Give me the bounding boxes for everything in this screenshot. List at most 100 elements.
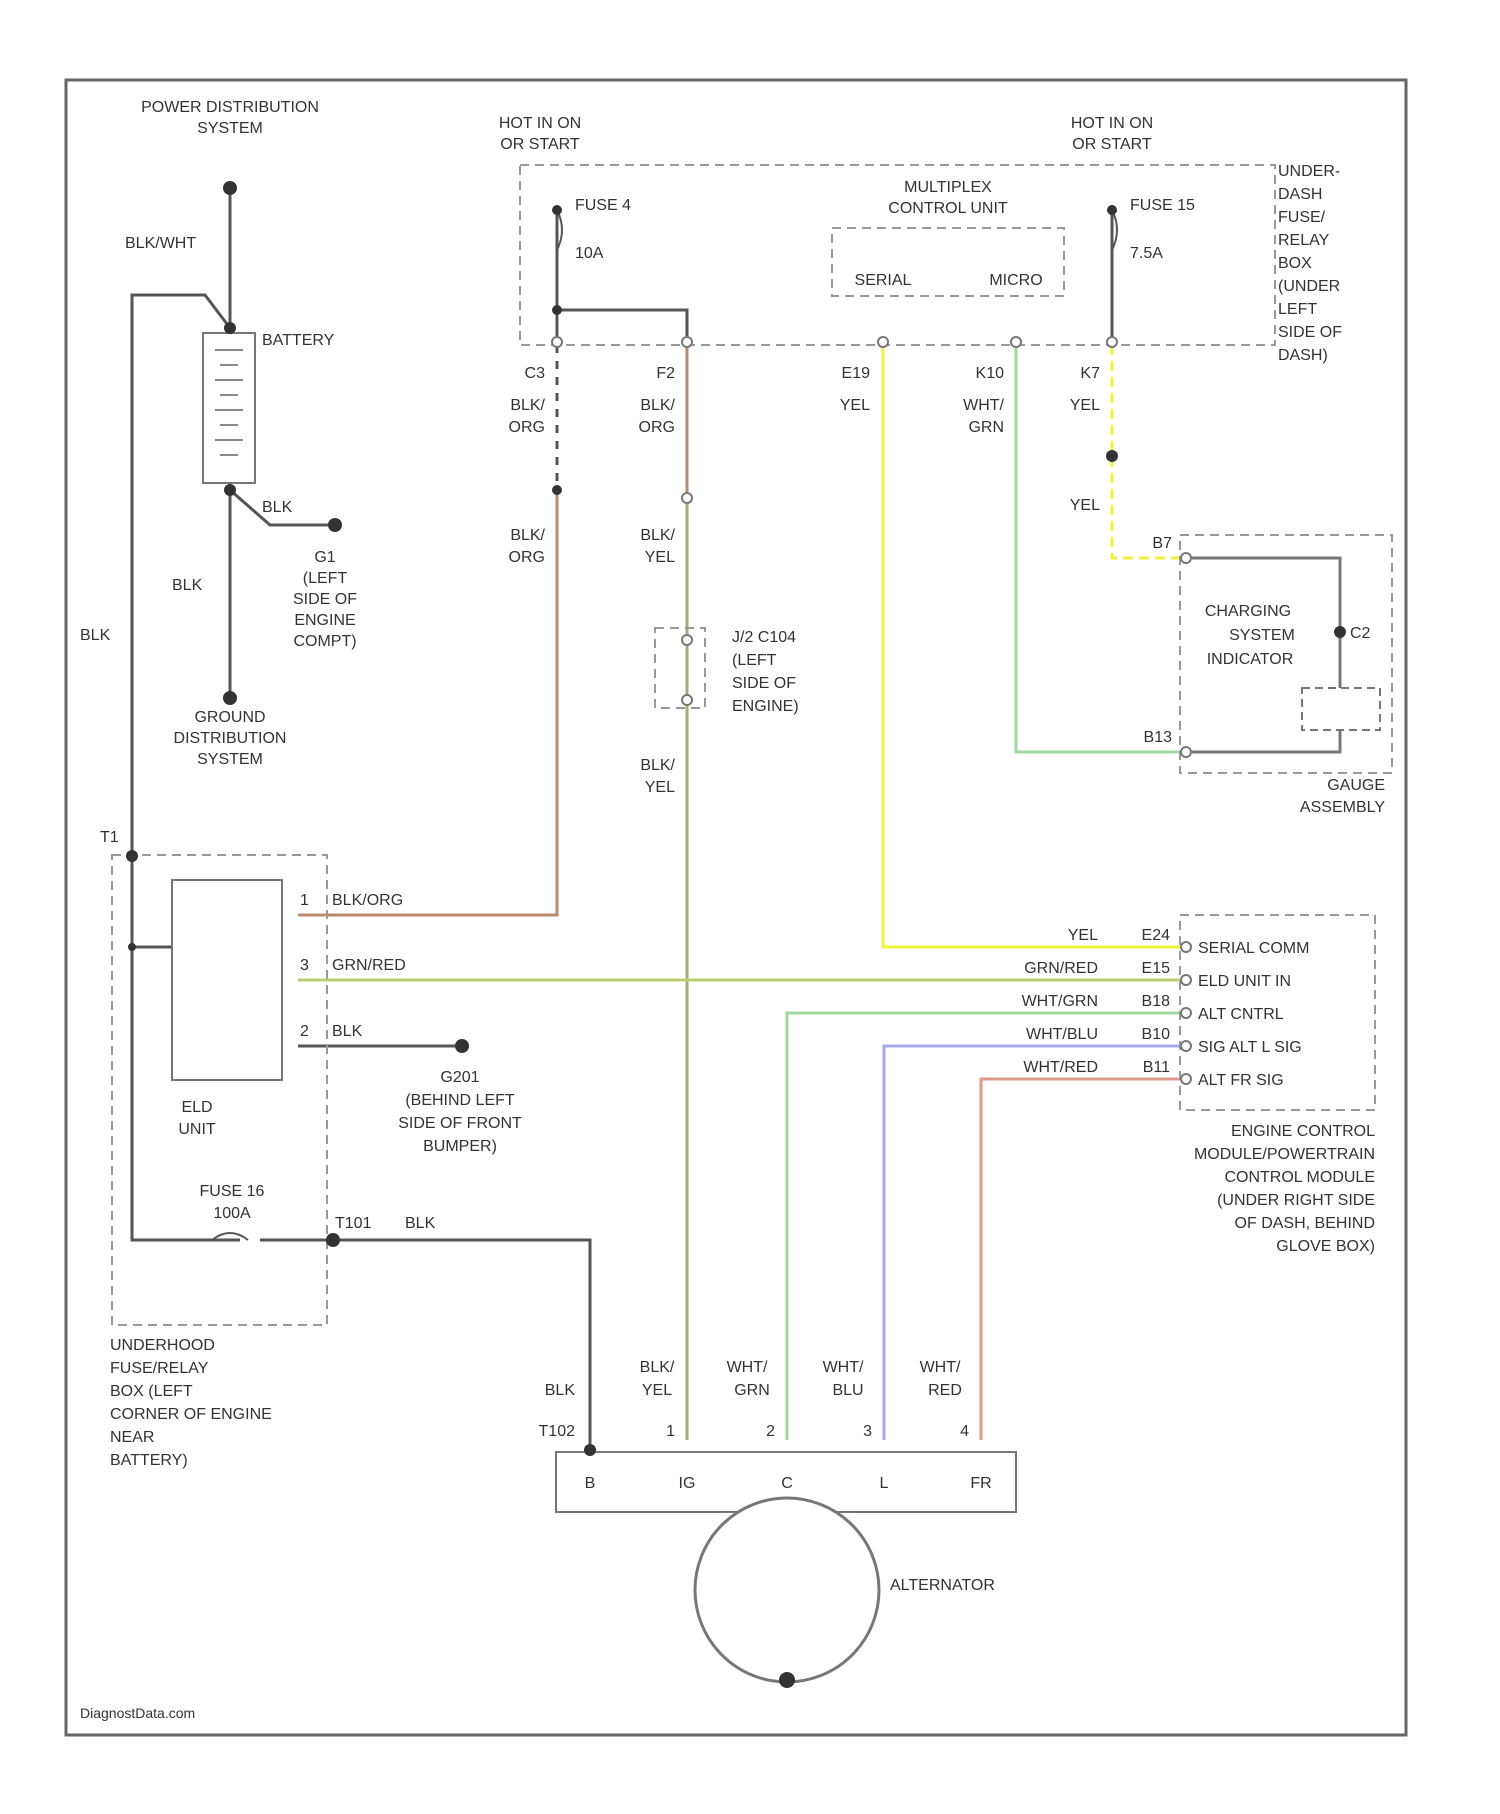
j2-connector-box: [655, 628, 705, 708]
g1-label-4: COMPT): [293, 633, 356, 650]
alternator-label: ALTERNATOR: [890, 1577, 995, 1594]
eld-wire-1: BLK/ORG: [332, 892, 403, 909]
eld-wire-3: GRN/RED: [332, 957, 406, 974]
fuse15-rating: 7.5A: [1130, 245, 1163, 262]
pin-k10: K10: [976, 365, 1005, 382]
ecm-label-5: GLOVE BOX): [1276, 1238, 1375, 1255]
underhood-label-5: BATTERY): [110, 1452, 188, 1469]
underhood-label-1: FUSE/RELAY: [110, 1360, 209, 1377]
k10-wire-1: WHT/: [963, 397, 1004, 414]
under-dash-6: LEFT: [1278, 301, 1317, 318]
g1-label-2: SIDE OF: [293, 591, 357, 608]
battery-blk-a: BLK: [262, 499, 293, 516]
ecm-label-1: MODULE/POWERTRAIN: [1194, 1146, 1375, 1163]
ecm-signal-3: SIG ALT L SIG: [1198, 1039, 1302, 1056]
mcu-pin-serial: SERIAL: [855, 272, 912, 289]
wires: [132, 188, 1340, 1450]
ecm-pin-1: E15: [1142, 960, 1171, 977]
eld-pin-1: 1: [300, 892, 309, 909]
eld-unit-label-2: UNIT: [178, 1121, 216, 1138]
g201-label-0: G201: [440, 1069, 479, 1086]
j2-label-0: J/2 C104: [732, 629, 796, 646]
k7-wire: YEL: [1070, 397, 1100, 414]
underhood-label-3: CORNER OF ENGINE: [110, 1406, 272, 1423]
ecm-pin-0: E24: [1142, 927, 1171, 944]
wire-fuse4-to-f2: [557, 310, 687, 340]
gauge-assembly-1: ASSEMBLY: [1300, 799, 1385, 816]
hot-left-1: HOT IN ON: [499, 115, 581, 132]
pin-c3: C3: [525, 365, 546, 382]
alternator-body: [695, 1498, 879, 1682]
gauge-pin-b7: B7: [1152, 535, 1172, 552]
battery-label: BATTERY: [262, 332, 335, 349]
footer-watermark: DiagnostData.com: [80, 1705, 195, 1721]
hot-right-2: OR START: [1072, 136, 1152, 153]
indicator-1: SYSTEM: [1229, 627, 1295, 644]
ecm-signal-2: ALT CNTRL: [1198, 1006, 1284, 1023]
wire-yel-serial: [883, 345, 1180, 947]
wire-gauge-internal: [1192, 558, 1340, 690]
alt-t102: T102: [539, 1423, 576, 1440]
f2-upper-1: BLK/: [640, 397, 675, 414]
f2-lower-1: BLK/: [640, 527, 675, 544]
ecm-wire-3: WHT/BLU: [1026, 1026, 1098, 1043]
wire-wht-red-alt: [981, 1079, 1180, 1440]
battery: [203, 333, 255, 483]
alt-pin-4: 4: [960, 1423, 969, 1440]
alt-wire-4a: WHT/: [920, 1359, 961, 1376]
pin-f2: F2: [656, 365, 675, 382]
under-dash-1: DASH: [1278, 186, 1322, 203]
fuse15-label: FUSE 15: [1130, 197, 1195, 214]
charging-indicator-lamp: [1302, 688, 1380, 730]
alt-terminal-ig: IG: [679, 1475, 696, 1492]
alt-pin-2: 2: [766, 1423, 775, 1440]
power-distribution-label-2: SYSTEM: [197, 120, 263, 137]
alt-pin-3: 3: [863, 1423, 872, 1440]
under-dash-5: (UNDER: [1278, 278, 1340, 295]
ecm-signal-1: ELD UNIT IN: [1198, 973, 1291, 990]
underhood-label-4: NEAR: [110, 1429, 154, 1446]
eld-unit: [172, 880, 282, 1080]
under-dash-3: RELAY: [1278, 232, 1330, 249]
hot-right-1: HOT IN ON: [1071, 115, 1153, 132]
t1-label: T1: [100, 829, 119, 846]
blk-wht-label: BLK/WHT: [125, 235, 196, 252]
mcu-pin-micro: MICRO: [989, 272, 1042, 289]
ecm-wire-0: YEL: [1068, 927, 1098, 944]
ecm-pin-4: B11: [1143, 1059, 1170, 1076]
underhood-label-2: BOX (LEFT: [110, 1383, 193, 1400]
under-dash-0: UNDER-: [1278, 163, 1340, 180]
g201-label-1: (BEHIND LEFT: [405, 1092, 515, 1109]
fuse16-label: FUSE 16: [200, 1183, 265, 1200]
wire-blk-alt-b: [260, 1240, 590, 1450]
eld-wire-2: BLK: [332, 1023, 363, 1040]
ecm-signal-4: ALT FR SIG: [1198, 1072, 1284, 1089]
f2-upper-2: ORG: [639, 419, 675, 436]
e19-wire: YEL: [840, 397, 870, 414]
under-dash-8: DASH): [1278, 347, 1328, 364]
fuse4-rating: 10A: [575, 245, 604, 262]
ground-dist-label-1: DISTRIBUTION: [174, 730, 287, 747]
under-dash-4: BOX: [1278, 255, 1312, 272]
k10-wire-2: GRN: [968, 419, 1004, 436]
indicator-2: INDICATOR: [1207, 651, 1294, 668]
eld-pin-2: 2: [300, 1023, 309, 1040]
f2-lower-2: YEL: [645, 549, 675, 566]
g1-label-0: G1: [314, 549, 335, 566]
wire-yel-k7: [1112, 345, 1180, 558]
ecm-label-3: (UNDER RIGHT SIDE: [1217, 1192, 1375, 1209]
eld-pin-3: 3: [300, 957, 309, 974]
alt-wire-3a: WHT/: [823, 1359, 864, 1376]
ecm-label-0: ENGINE CONTROL: [1231, 1123, 1375, 1140]
g201-label-3: BUMPER): [423, 1138, 497, 1155]
alt-wire-1a: BLK/: [640, 1359, 675, 1376]
gauge-c2: C2: [1350, 625, 1371, 642]
t101-blk: BLK: [405, 1215, 436, 1232]
under-dash-7: SIDE OF: [1278, 324, 1342, 341]
alt-terminal-c: C: [781, 1475, 793, 1492]
ecm-wire-2: WHT/GRN: [1022, 993, 1098, 1010]
gauge-pin-b13: B13: [1144, 729, 1173, 746]
k7-wire-lower: YEL: [1070, 497, 1100, 514]
eld-unit-label-1: ELD: [181, 1099, 212, 1116]
ecm-wire-1: GRN/RED: [1024, 960, 1098, 977]
